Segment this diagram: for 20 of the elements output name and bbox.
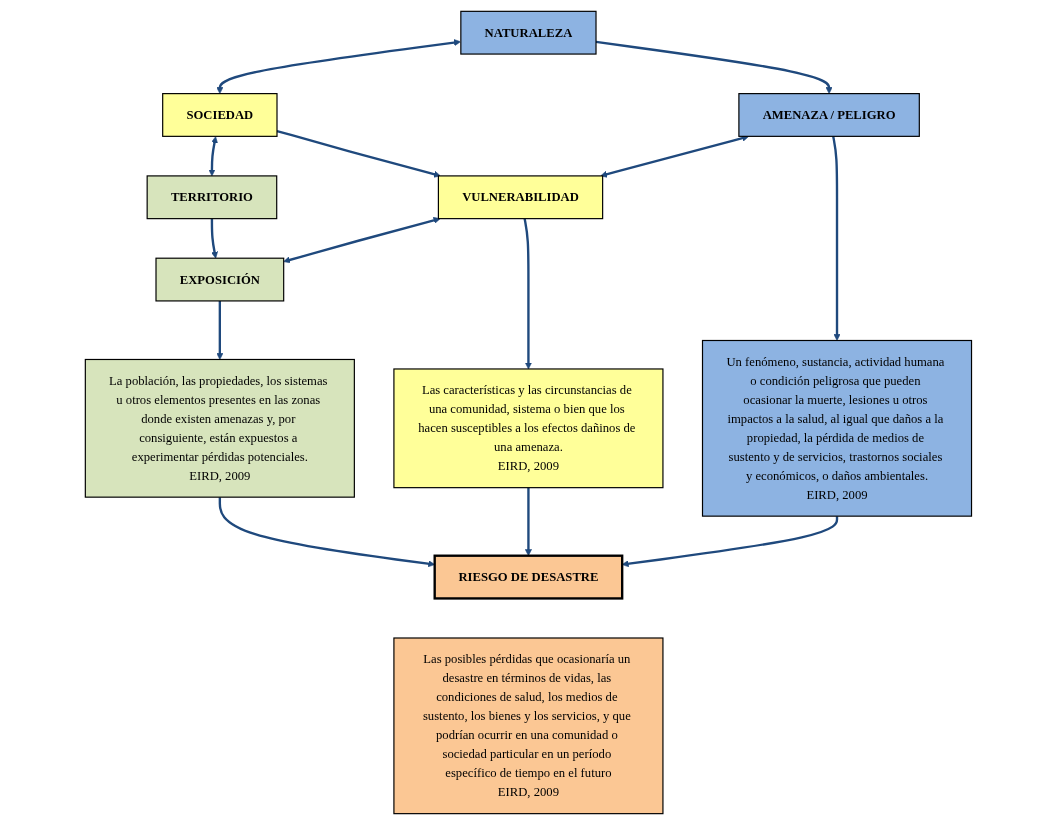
- arrow: [523, 218, 532, 370]
- arrow: [600, 134, 750, 178]
- arrow: [283, 216, 441, 264]
- node-box: La población, las propiedades, los sistemas u otros elementos presentes en las zonas donde existen amenazas y, por consiguiente, están expuestos a experimentar pérdidas potenciales. EIRD, 2009: [84, 358, 355, 498]
- arrow: [210, 218, 219, 259]
- arrow: [525, 487, 532, 556]
- node-box: RIESGO DE DESASTRE: [433, 554, 624, 600]
- node-box: NATURALEZA: [460, 10, 597, 55]
- arrow: [832, 136, 841, 341]
- node-box: SOCIEDAD: [162, 93, 278, 137]
- node-box: AMENAZA / PELIGRO: [738, 93, 920, 137]
- node-box: EXPOSICIÓN: [155, 257, 285, 302]
- node-box: TERRITORIO: [146, 175, 278, 220]
- arrow: [216, 300, 224, 360]
- arrow: [216, 39, 461, 94]
- node-box: VULNERABILIDAD: [437, 175, 604, 220]
- arrow: [208, 136, 218, 177]
- node-box: Un fenómeno, sustancia, actividad humana o condición peligrosa que pueden ocasionar la muerte, lesiones u otros impactos a la salud, al igual que daños a la propiedad, la pérdida de medios de sustento y de servicios, trastornos sociales y económicos, o daños ambientales. EIRD, 2009: [701, 339, 973, 517]
- node-box: Las posibles pérdidas que ocasionaría un desastre en términos de vidas, las condiciones de salud, los medios de sustento, los bienes y los servicios, y que podrían ocurrir en una comunidad o sociedad particular en un período específico de tiempo en el futuro EIRD, 2009: [393, 637, 664, 815]
- node-box: Las características y las circunstancias de una comunidad, sistema o bien que los hacen susceptibles a los efectos dañinos de una amenaza. EIRD, 2009: [393, 368, 664, 489]
